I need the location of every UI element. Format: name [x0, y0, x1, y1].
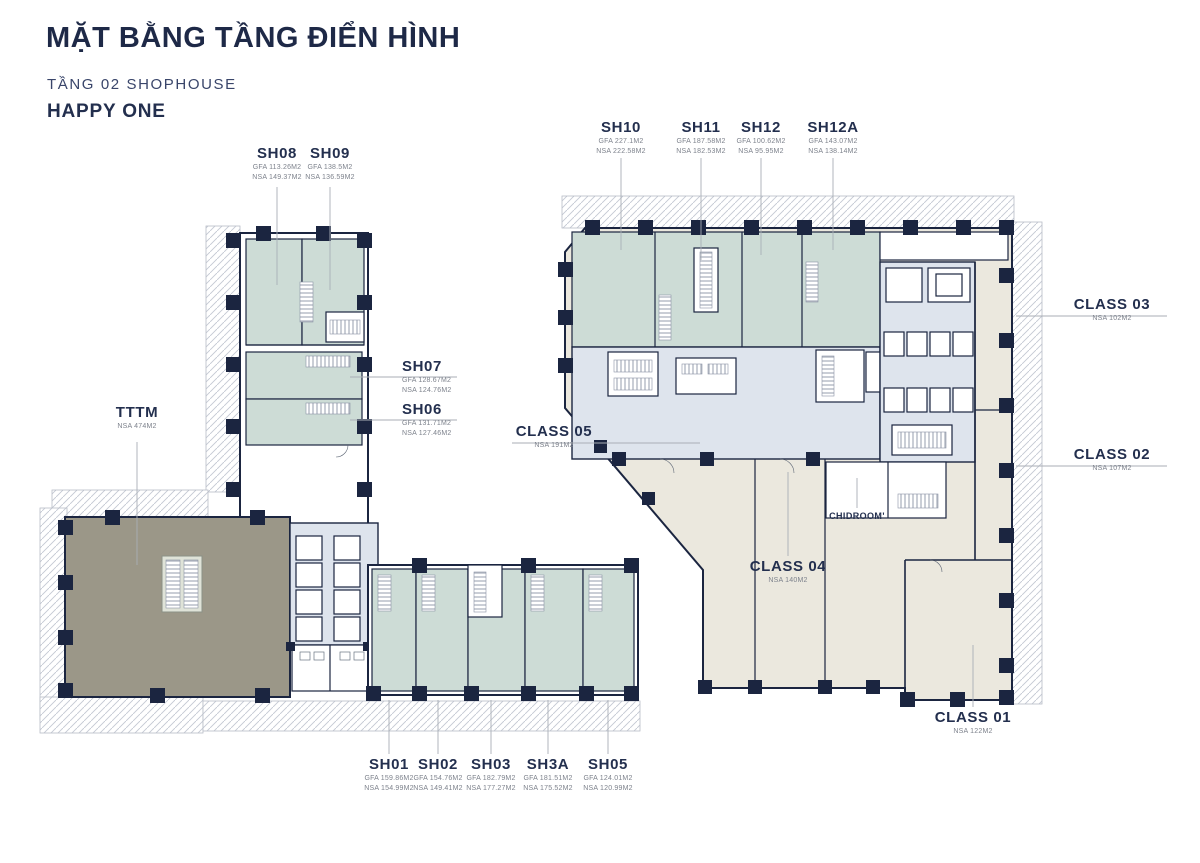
unit-name: SH11 [681, 119, 721, 136]
unit-label-sh11: SH11 GFA 187.58M2 NSA 182.53M2 [676, 119, 726, 158]
unit-label-sh12a: SH12A GFA 143.07M2 NSA 138.14M2 [807, 119, 859, 158]
unit-gfa: GFA 124.01M2 [583, 774, 633, 782]
unit-gfa: GFA 181.51M2 [523, 774, 573, 782]
unit-gfa: GFA 131.71M2 [402, 419, 452, 427]
unit-nsa: NSA 95.95M2 [738, 148, 784, 156]
unit-name: SH12A [807, 119, 859, 136]
unit-name: SH3A [526, 756, 570, 773]
unit-label-class04: CLASS 04 NSA 140M2 [749, 558, 827, 586]
unit-gfa: GFA 143.07M2 [808, 137, 858, 145]
unit-name: SH12 [741, 119, 781, 136]
unit-name: CLASS 05 [515, 423, 593, 440]
unit-name: SH08 [257, 145, 297, 162]
unit-nsa: NSA 175.52M2 [523, 785, 573, 793]
unit-gfa: GFA 100.62M2 [736, 137, 786, 145]
unit-label-sh10: SH10 GFA 227.1M2 NSA 222.58M2 [596, 119, 646, 158]
unit-label-chidroom: CHIDROOM' [829, 511, 885, 521]
unit-name: SH06 [402, 401, 442, 418]
unit-name: SH09 [310, 145, 350, 162]
unit-name: SH10 [601, 119, 641, 136]
unit-nsa: NSA 191M2 [534, 441, 574, 449]
unit-label-sh12: SH12 GFA 100.62M2 NSA 95.95M2 [736, 119, 786, 158]
unit-nsa: NSA 120.99M2 [583, 785, 633, 793]
unit-gfa: GFA 154.76M2 [413, 774, 463, 782]
unit-gfa: GFA 159.86M2 [364, 774, 414, 782]
unit-nsa: NSA 149.41M2 [413, 785, 463, 793]
unit-nsa: NSA 182.53M2 [676, 148, 726, 156]
unit-nsa: NSA 122M2 [953, 727, 993, 735]
unit-nsa: NSA 102M2 [1092, 314, 1132, 322]
unit-nsa: NSA 474M2 [117, 422, 157, 430]
unit-name: SH03 [471, 756, 511, 773]
unit-name: SH07 [402, 358, 442, 375]
unit-gfa: GFA 128.67M2 [402, 376, 452, 384]
unit-label-class01: CLASS 01 NSA 122M2 [934, 709, 1012, 737]
page-title: MẶT BẰNG TẦNG ĐIỂN HÌNH [46, 22, 461, 54]
unit-name: CLASS 01 [934, 709, 1012, 726]
unit-name: CLASS 03 [1073, 296, 1151, 313]
page-subtitle: TẦNG 02 SHOPHOUSE [47, 76, 237, 93]
project-name: HAPPY ONE [47, 101, 166, 122]
unit-nsa: NSA 140M2 [768, 576, 808, 584]
unit-label-sh05: SH05 GFA 124.01M2 NSA 120.99M2 [583, 756, 633, 795]
unit-nsa: NSA 136.59M2 [305, 174, 355, 182]
unit-nsa: NSA 222.58M2 [596, 148, 646, 156]
unit-label-tttm: TTTM NSA 474M2 [115, 404, 159, 432]
unit-label-sh07: SH07 GFA 128.67M2 NSA 124.76M2 [402, 358, 452, 397]
unit-nsa: NSA 124.76M2 [402, 387, 452, 395]
unit-gfa: GFA 227.1M2 [598, 137, 644, 145]
unit-nsa: NSA 149.37M2 [252, 174, 302, 182]
unit-label-sh06: SH06 GFA 131.71M2 NSA 127.46M2 [402, 401, 452, 440]
unit-name: TTTM [115, 404, 159, 421]
unit-label-sh02: SH02 GFA 154.76M2 NSA 149.41M2 [413, 756, 463, 795]
unit-label-sh01: SH01 GFA 159.86M2 NSA 154.99M2 [364, 756, 414, 795]
unit-name: CHIDROOM' [829, 511, 885, 521]
unit-gfa: GFA 138.5M2 [307, 163, 353, 171]
unit-label-class03: CLASS 03 NSA 102M2 [1073, 296, 1151, 324]
unit-label-class05: CLASS 05 NSA 191M2 [515, 423, 593, 451]
unit-gfa: GFA 182.79M2 [466, 774, 516, 782]
unit-label-sh3a: SH3A GFA 181.51M2 NSA 175.52M2 [523, 756, 573, 795]
leader-lines [136, 158, 1167, 754]
unit-label-sh03: SH03 GFA 182.79M2 NSA 177.27M2 [466, 756, 516, 795]
unit-nsa: NSA 127.46M2 [402, 430, 452, 438]
unit-gfa: GFA 113.26M2 [252, 163, 302, 171]
unit-label-sh08: SH08 GFA 113.26M2 NSA 149.37M2 [252, 145, 302, 184]
unit-nsa: NSA 177.27M2 [466, 785, 516, 793]
unit-name: SH05 [588, 756, 628, 773]
unit-gfa: GFA 187.58M2 [676, 137, 726, 145]
unit-name: CLASS 02 [1073, 446, 1151, 463]
unit-name: SH01 [369, 756, 409, 773]
unit-nsa: NSA 154.99M2 [364, 785, 414, 793]
unit-name: CLASS 04 [749, 558, 827, 575]
unit-label-sh09: SH09 GFA 138.5M2 NSA 136.59M2 [305, 145, 355, 184]
unit-nsa: NSA 138.14M2 [808, 148, 858, 156]
unit-name: SH02 [418, 756, 458, 773]
unit-nsa: NSA 107M2 [1092, 464, 1132, 472]
unit-label-class02: CLASS 02 NSA 107M2 [1073, 446, 1151, 474]
